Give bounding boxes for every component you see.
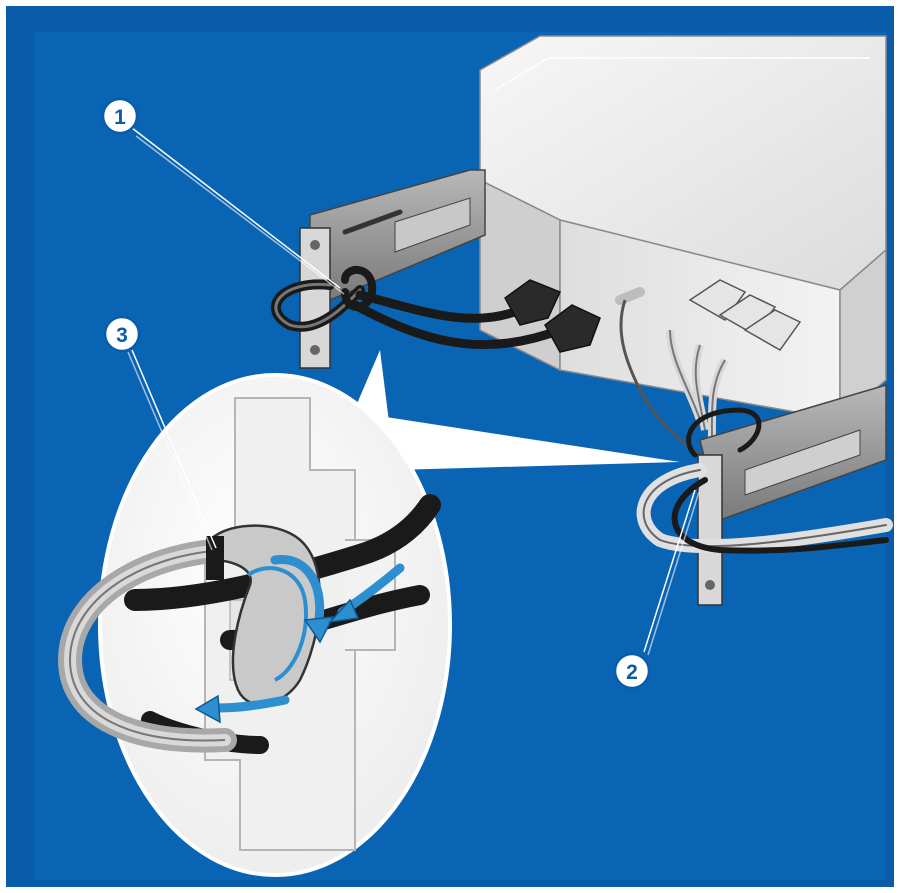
leader-line-2b (647, 491, 700, 656)
zoom-wedge (340, 410, 680, 470)
callout-2: 2 (613, 652, 651, 690)
leader-line-3b (127, 351, 213, 551)
callout-1-circle (101, 97, 139, 135)
callout-3: 3 (103, 315, 141, 353)
leader-line-3 (131, 349, 217, 549)
left-cables (271, 265, 565, 350)
zoom-detail (57, 373, 452, 877)
right-connectors (666, 279, 802, 441)
callout-3-circle (103, 315, 141, 353)
leader-lines (127, 127, 700, 656)
power-plugs (504, 279, 601, 353)
right-cable-bundle (636, 407, 893, 554)
callout-2-circle (613, 652, 651, 690)
leader-line-2 (643, 489, 696, 653)
leader-line-1b (135, 135, 345, 295)
callout-1: 1 (101, 97, 139, 135)
leader-line-1 (131, 127, 341, 289)
probe-cable (615, 287, 701, 457)
callout-1-label: 1 (114, 106, 126, 129)
callout-3-label: 3 (116, 324, 128, 347)
callout-2-label: 2 (626, 661, 638, 684)
